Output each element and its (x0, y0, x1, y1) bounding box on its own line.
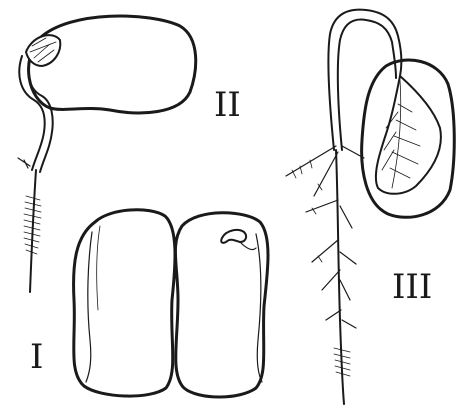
stage-3-seedling (286, 10, 454, 404)
stage-3-main-root (336, 150, 344, 404)
stage-1-left-cotyledon (74, 210, 175, 396)
stage-2-label: II (214, 85, 241, 125)
stage-3-lateral-roots (286, 146, 364, 328)
stage-1-open-seed (74, 210, 268, 397)
stage-2-seed (29, 16, 196, 113)
stage-1-label: I (30, 337, 43, 377)
stage-2-radicle (30, 170, 36, 292)
stage-3-label: III (392, 267, 432, 307)
